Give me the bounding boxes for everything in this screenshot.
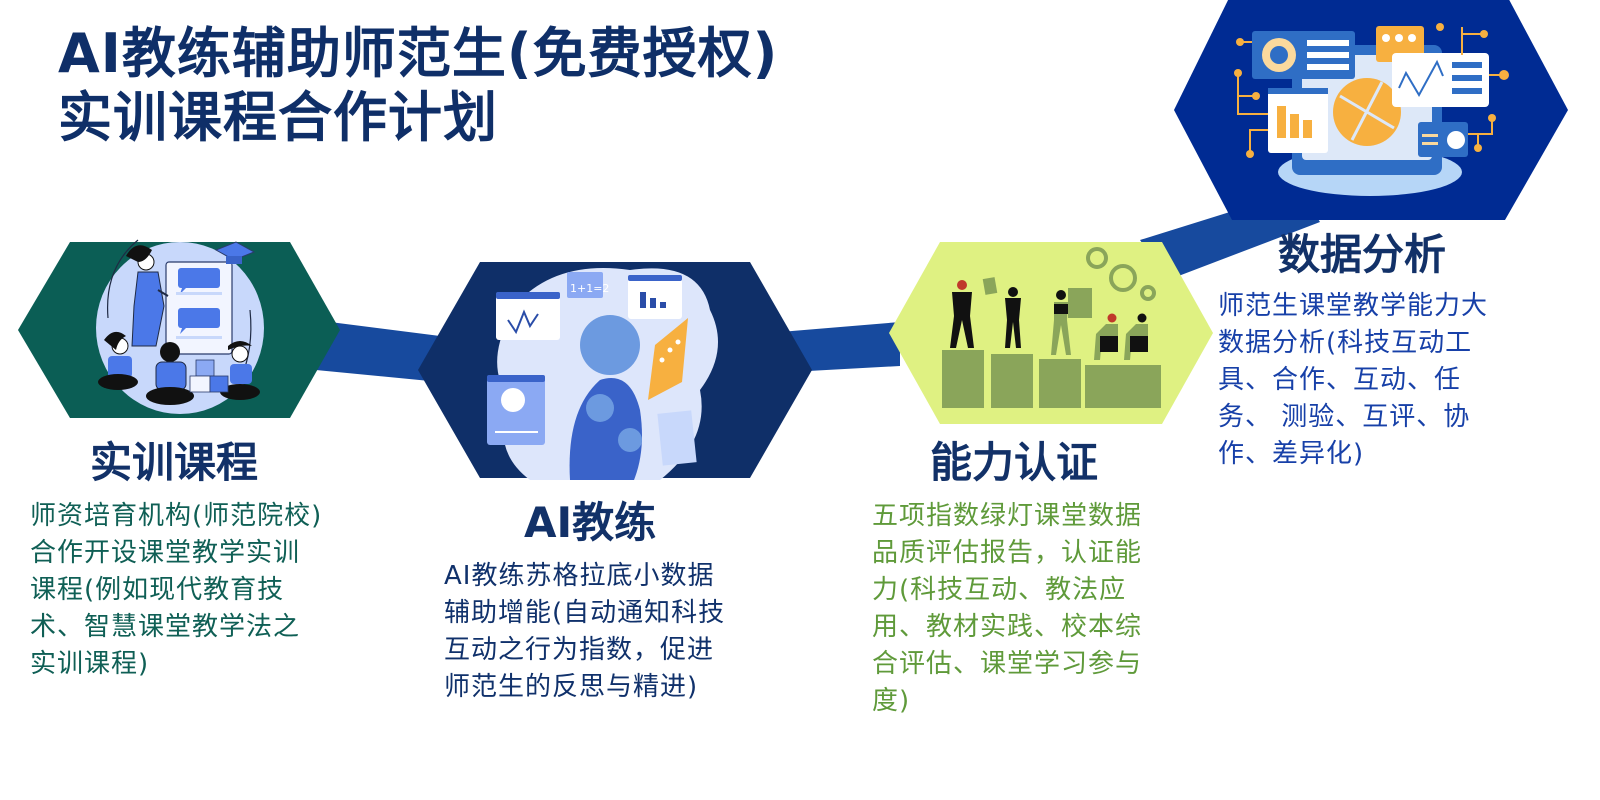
description-line: 度) [872, 686, 911, 716]
hexagon-ai-coach: 1+1=2 [418, 262, 812, 480]
description-line: 五项指数绿灯课堂数据 [872, 501, 1143, 531]
math-label: 1+1=2 [570, 282, 609, 295]
stage-title-data-analysis: 数据分析 [1278, 230, 1447, 279]
stage-title-training: 实训课程 [90, 438, 259, 487]
title-line-2: 实训课程合作计划 [58, 86, 498, 149]
description-line: 课程(例如现代教育技 [30, 575, 285, 605]
description-line: 作、差异化) [1218, 439, 1365, 469]
description-line: 务、 测验、互评、协 [1218, 402, 1471, 432]
classroom-teaching-illustration [96, 239, 264, 414]
connector-2-3 [780, 322, 900, 372]
description-line: 用、教材实践、校本综 [872, 612, 1143, 642]
stage-description-training: 师资培育机构(师范院校) 合作开设课堂教学实训 课程(例如现代教育技 术、智慧课… [30, 498, 322, 683]
hexagon-training [18, 239, 340, 418]
description-line: 品质评估报告，认证能 [872, 538, 1143, 568]
stage-title-ai-coach: AI教练 [524, 498, 657, 547]
stage-description-certification: 五项指数绿灯课堂数据 品质评估报告，认证能 力(科技互动、教法应 用、教材实践、… [872, 498, 1142, 720]
hexagon-certification [889, 242, 1213, 424]
hexagon-data-analysis [1174, 0, 1568, 220]
description-line: 师资培育机构(师范院校) [30, 501, 323, 531]
people-on-podiums-illustration [942, 247, 1161, 408]
stage-description-data-analysis: 师范生课堂教学能力大 数据分析(科技互动工 具、合作、互动、任 务、 测验、互评… [1218, 288, 1488, 473]
description-line: 术、智慧课堂教学法之 [30, 612, 301, 642]
description-line: 力(科技互动、教法应 [872, 575, 1127, 605]
title-line-1: AI教练辅助师范生(免费授权) [58, 22, 779, 85]
description-line: 合评估、课堂学习参与 [872, 649, 1143, 679]
description-line: 实训课程) [30, 649, 150, 679]
description-line: 师范生的反思与精进) [444, 672, 699, 702]
stage-title-certification: 能力认证 [930, 438, 1099, 487]
description-line: 合作开设课堂教学实训 [30, 538, 301, 568]
page-title: AI教练辅助师范生(免费授权) 实训课程合作计划 [58, 22, 778, 150]
ai-robot-illustration: 1+1=2 [487, 268, 718, 480]
description-line: 数据分析(科技互动工 [1218, 328, 1473, 358]
dashboard-analytics-illustration [1234, 23, 1509, 196]
description-line: 具、合作、互动、任 [1218, 365, 1462, 395]
connector-1-2 [316, 322, 440, 382]
description-line: 辅助增能(自动通知科技 [444, 598, 726, 628]
description-line: 互动之行为指数，促进 [444, 635, 715, 665]
description-line: AI教练苏格拉底小数据 [444, 561, 715, 591]
stage-description-ai-coach: AI教练苏格拉底小数据 辅助增能(自动通知科技 互动之行为指数，促进 师范生的反… [444, 558, 725, 706]
description-line: 师范生课堂教学能力大 [1218, 291, 1489, 321]
